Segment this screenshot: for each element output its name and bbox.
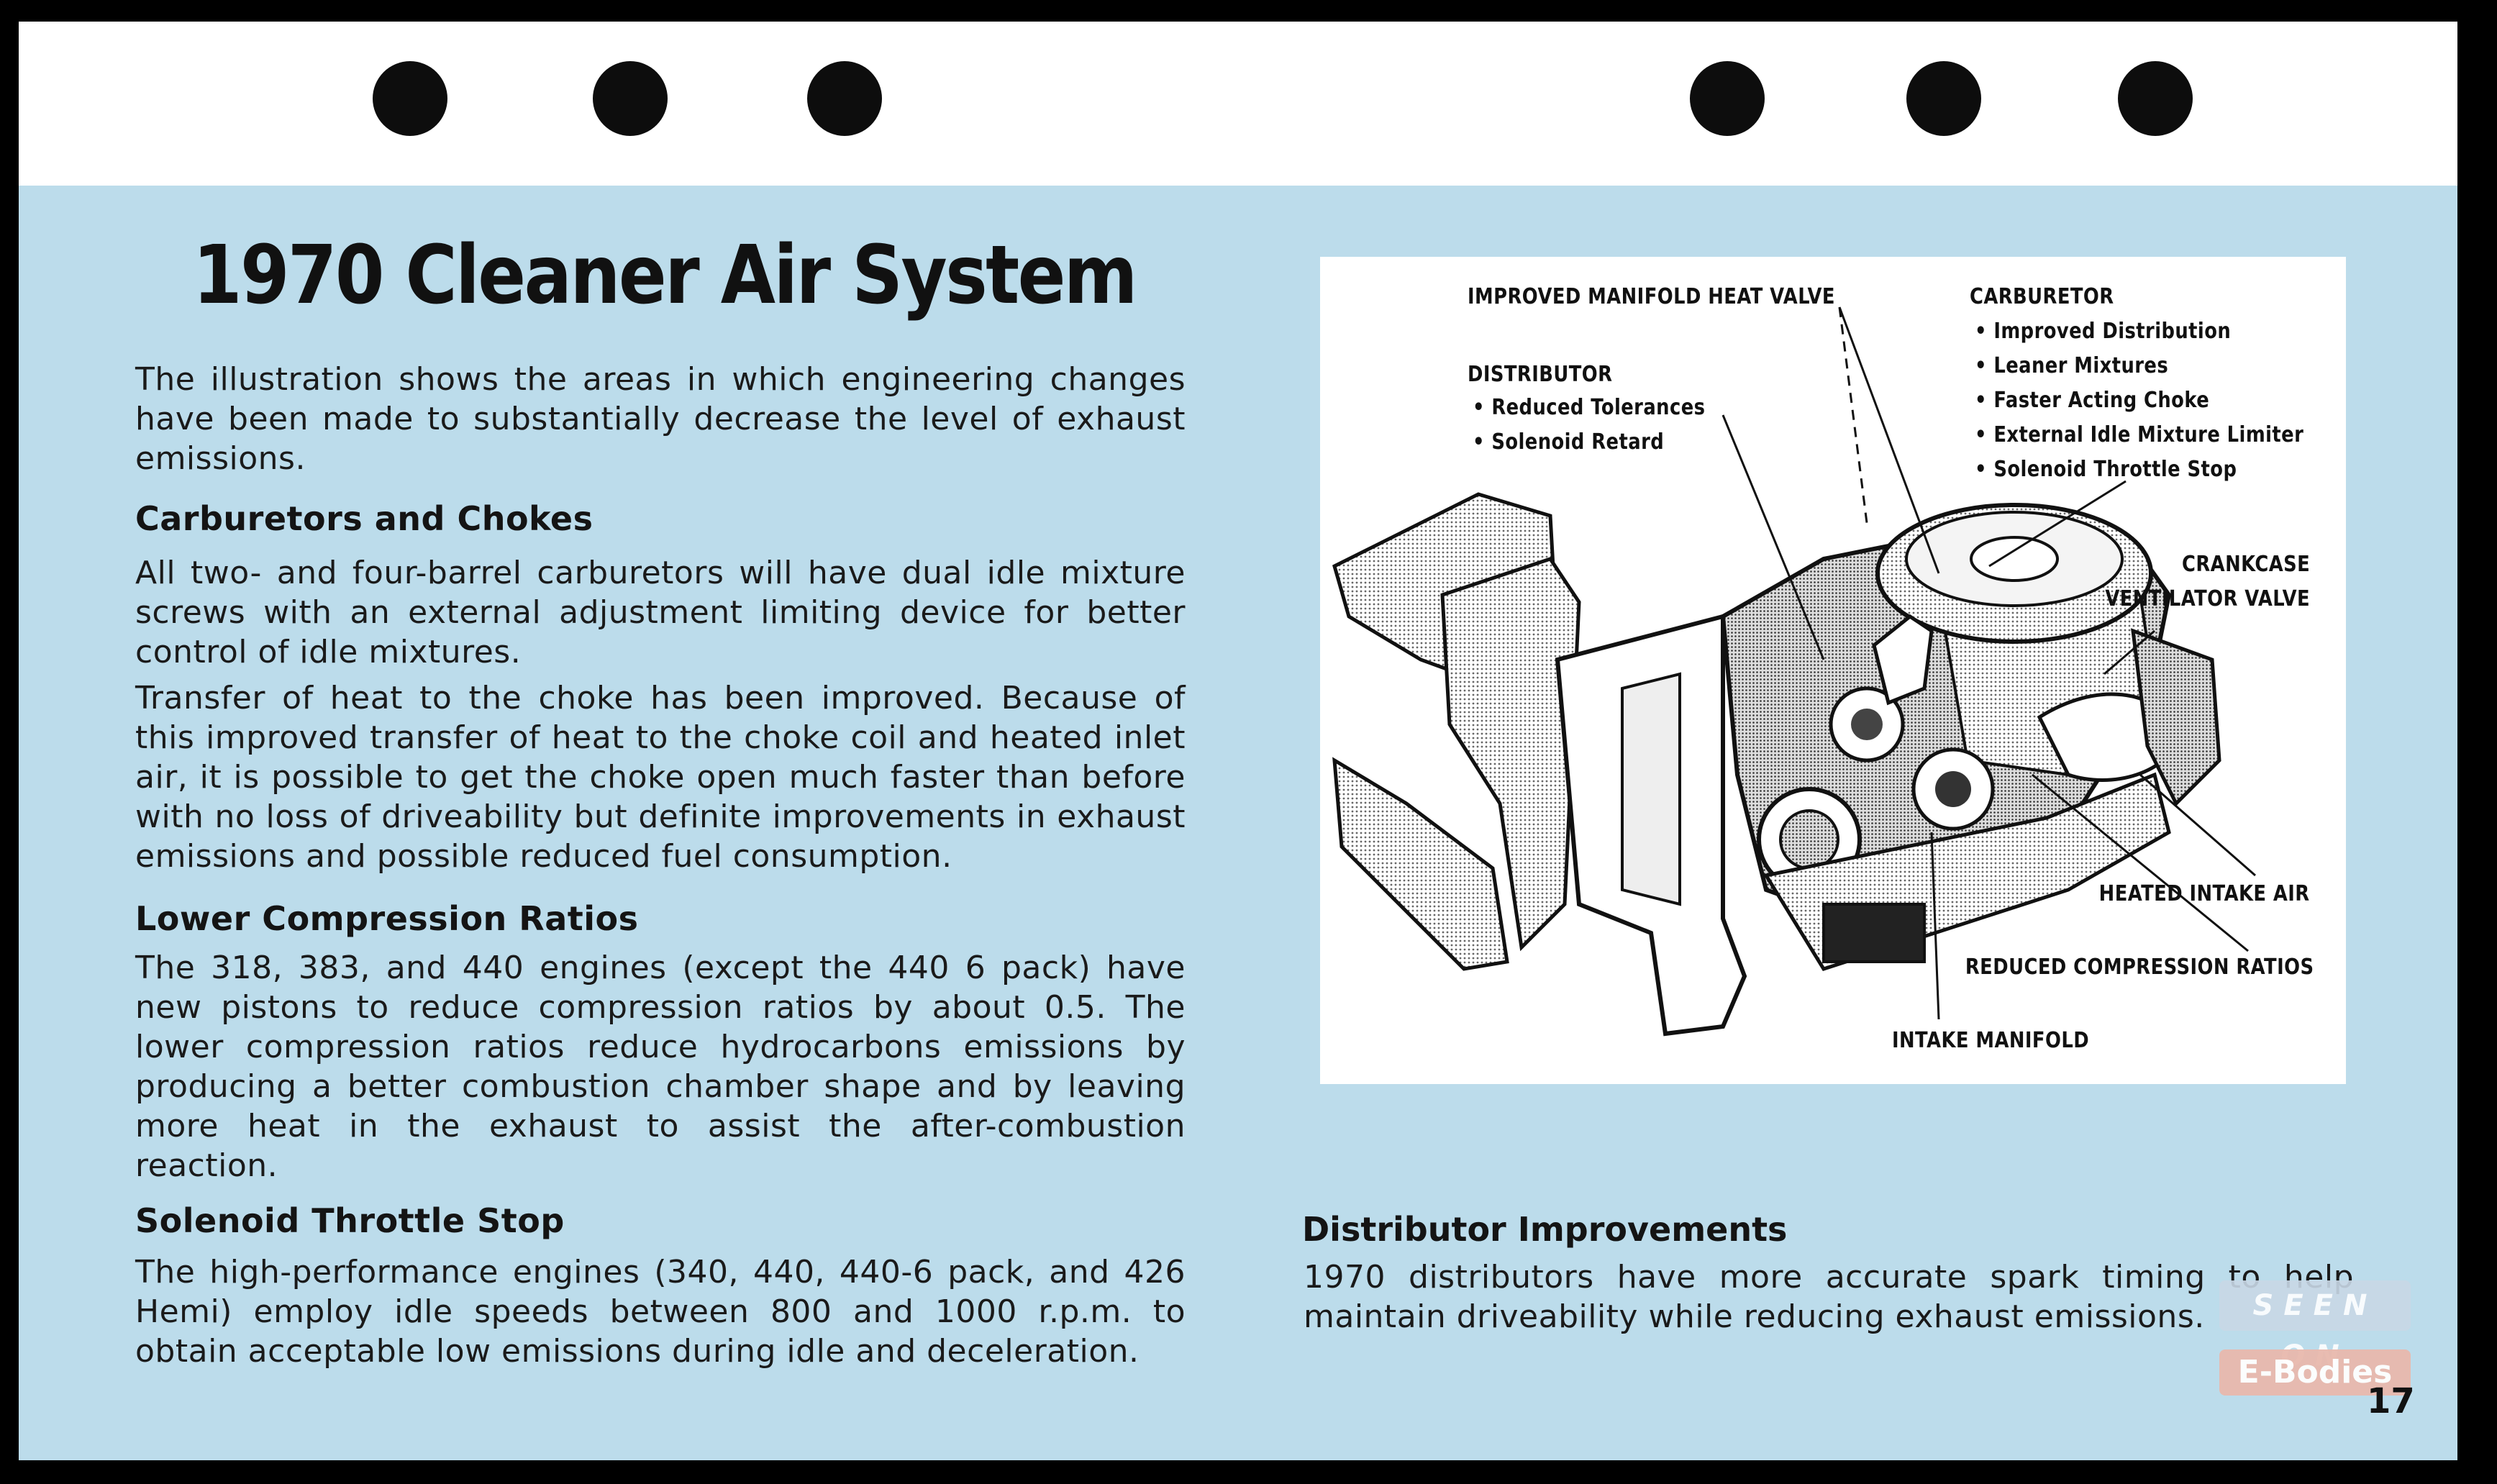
distributor-heading: Distributor Improvements: [1302, 1210, 1788, 1249]
intake-manifold-label: INTAKE MANIFOLD: [1892, 1028, 2090, 1053]
crankcase-label: CRANKCASE: [2181, 552, 2310, 577]
binder-hole: [2118, 61, 2193, 136]
binder-hole: [807, 61, 882, 136]
binder-hole: [593, 61, 668, 136]
binder-hole: [373, 61, 447, 136]
distributor-label: DISTRIBUTOR: [1468, 362, 1613, 387]
carburetor-item: • Leaner Mixtures: [1975, 353, 2169, 378]
distributor-item: • Solenoid Retard: [1473, 429, 1665, 455]
heated-intake-air-label: HEATED INTAKE AIR: [2099, 881, 2310, 906]
compression-paragraph: The 318, 383, and 440 engines (except th…: [135, 950, 1186, 1184]
carburetor-label: CARBURETOR: [1970, 284, 2114, 309]
solenoid-paragraph: The high-performance engines (340, 440, …: [135, 1254, 1186, 1370]
solenoid-heading: Solenoid Throttle Stop: [135, 1201, 565, 1240]
distributor-item: • Reduced Tolerances: [1473, 395, 1706, 420]
ventilator-valve-label: VENTILATOR VALVE: [2105, 586, 2310, 611]
carburetors-heading: Carburetors and Chokes: [135, 499, 593, 538]
carburetor-item: • Solenoid Throttle Stop: [1975, 457, 2237, 482]
distributor-paragraph: 1970 distributors have more accurate spa…: [1304, 1259, 2354, 1335]
binder-hole: [1906, 61, 1981, 136]
binder-hole: [1690, 61, 1765, 136]
page-title: 1970 Cleaner Air System: [193, 229, 1137, 322]
manifold-heat-valve-label: IMPROVED MANIFOLD HEAT VALVE: [1468, 284, 1835, 309]
watermark-bottom: E-Bodies: [2219, 1349, 2411, 1396]
page-number: 17: [2367, 1381, 2415, 1421]
watermark-logo: SEEN ON E-Bodies: [2219, 1280, 2411, 1396]
carburetors-paragraph: All two- and four-barrel carburetors wil…: [135, 555, 1186, 670]
carburetor-item: • External Idle Mixture Limiter: [1975, 422, 2304, 447]
engine-illustration: IMPROVED MANIFOLD HEAT VALVE DISTRIBUTOR…: [1320, 257, 2346, 1084]
watermark-top: SEEN ON: [2219, 1280, 2411, 1373]
compression-heading: Lower Compression Ratios: [135, 899, 639, 938]
engine-drawing: [1332, 306, 2256, 1037]
carburetor-item: • Improved Distribution: [1975, 319, 2232, 344]
carburetor-item: • Faster Acting Choke: [1975, 388, 2210, 413]
reduced-compression-label: REDUCED COMPRESSION RATIOS: [1965, 955, 2314, 980]
intro-paragraph: The illustration shows the areas in whic…: [135, 361, 1186, 477]
choke-paragraph: Transfer of heat to the choke has been i…: [135, 680, 1186, 875]
